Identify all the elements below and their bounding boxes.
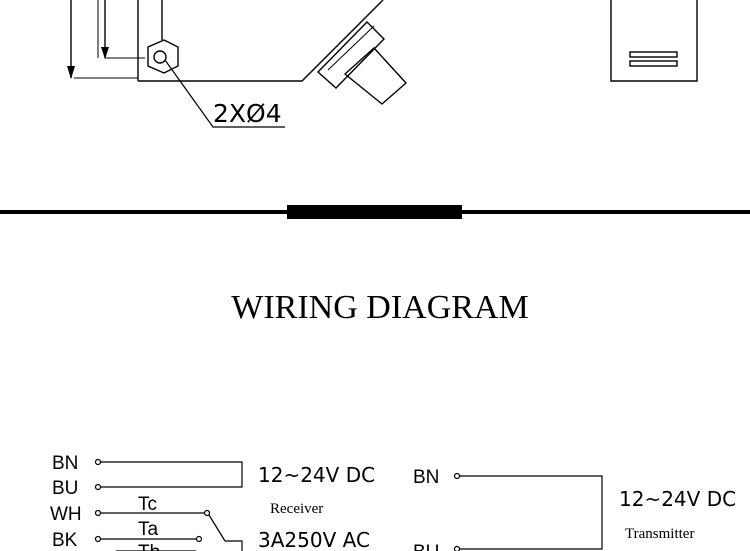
power-loop [101,461,243,488]
side-view [610,0,698,82]
section-divider [0,205,750,219]
contact-point [203,509,211,517]
dimension-arrow [101,47,109,59]
terminal [453,545,461,551]
side-view-housing [610,0,698,82]
hex-nut [147,39,179,74]
divider-bar [287,205,462,219]
lens-detail [327,25,375,71]
contact-label-ta: Ta [138,519,159,540]
wire-label-bk: BK [52,530,78,551]
contact-point [195,535,203,543]
transmitter-name-label: Transmitter [625,526,694,542]
terminal [453,472,461,480]
leader-line [164,59,285,128]
connector-slot [629,51,678,58]
transmitter-wiring: BN BU 12~24V DC Transmitter [413,467,736,551]
transmitter-wire-label-bu: BU [413,542,439,551]
terminal [94,535,102,543]
terminal [94,483,102,491]
contact-label-tc: Tc [138,494,157,515]
transmitter-power-loop [460,475,603,550]
wire-label-bn: BN [52,453,78,474]
transmitter-supply-label: 12~24V DC [619,487,736,511]
dimension-arrow [67,66,75,79]
connector-slot [629,60,678,67]
wire-label-bu: BU [52,478,78,499]
receiver-wiring: BN BU WH BK Tc Ta Tb 12~24V DC Receiver [50,453,375,551]
section-title: WIRING DIAGRAM [231,289,528,326]
receiver-supply-label: 12~24V DC [258,463,375,487]
mounting-hole [153,50,167,64]
contact-label-tb: Tb [138,542,160,551]
adjust-shaft [343,47,407,105]
hole-dimension-label: 2XØ4 [213,99,282,128]
relay-rating-label: 3A250V AC [258,528,370,551]
load-lead [225,540,243,551]
housing-outline [138,0,384,82]
wire-label-wh: WH [50,504,82,525]
receiver-name-label: Receiver [270,501,323,517]
terminal [94,458,102,466]
lens-housing [316,21,385,89]
switch-blade [208,514,226,542]
transmitter-wire-label-bn: BN [413,467,439,488]
terminal [94,509,102,517]
dimension-drawing [67,0,407,128]
